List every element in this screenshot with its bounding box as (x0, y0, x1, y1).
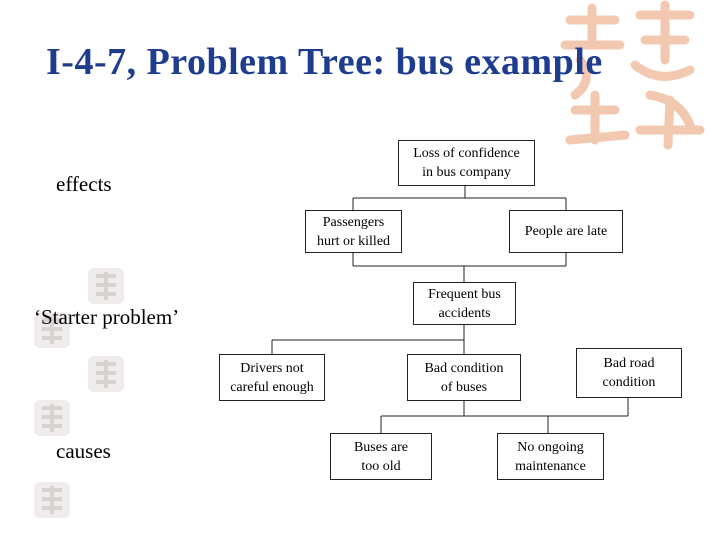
seal-decoration (34, 400, 70, 436)
label-causes: causes (56, 439, 111, 463)
seal-decoration (34, 482, 70, 518)
slide-title: I-4-7, Problem Tree: bus example (46, 41, 603, 83)
seal-decoration (34, 312, 70, 348)
node-bad-road: Bad road condition (576, 348, 682, 398)
node-drivers-careless: Drivers not careful enough (219, 354, 325, 401)
seal-decoration (88, 356, 124, 392)
node-frequent-accidents: Frequent bus accidents (413, 282, 516, 325)
node-passengers-hurt: Passengers hurt or killed (305, 210, 402, 253)
node-no-maintenance: No ongoing maintenance (497, 433, 604, 480)
label-starter-problem: ‘Starter problem’ (34, 305, 180, 329)
label-effects: effects (56, 172, 112, 196)
seal-decoration (88, 268, 124, 304)
node-buses-old: Buses are too old (330, 433, 432, 480)
node-bad-condition-buses: Bad condition of buses (407, 354, 521, 401)
node-loss-of-confidence: Loss of confidence in bus company (398, 140, 535, 186)
node-people-late: People are late (509, 210, 623, 253)
calligraphy-decoration (560, 0, 705, 150)
